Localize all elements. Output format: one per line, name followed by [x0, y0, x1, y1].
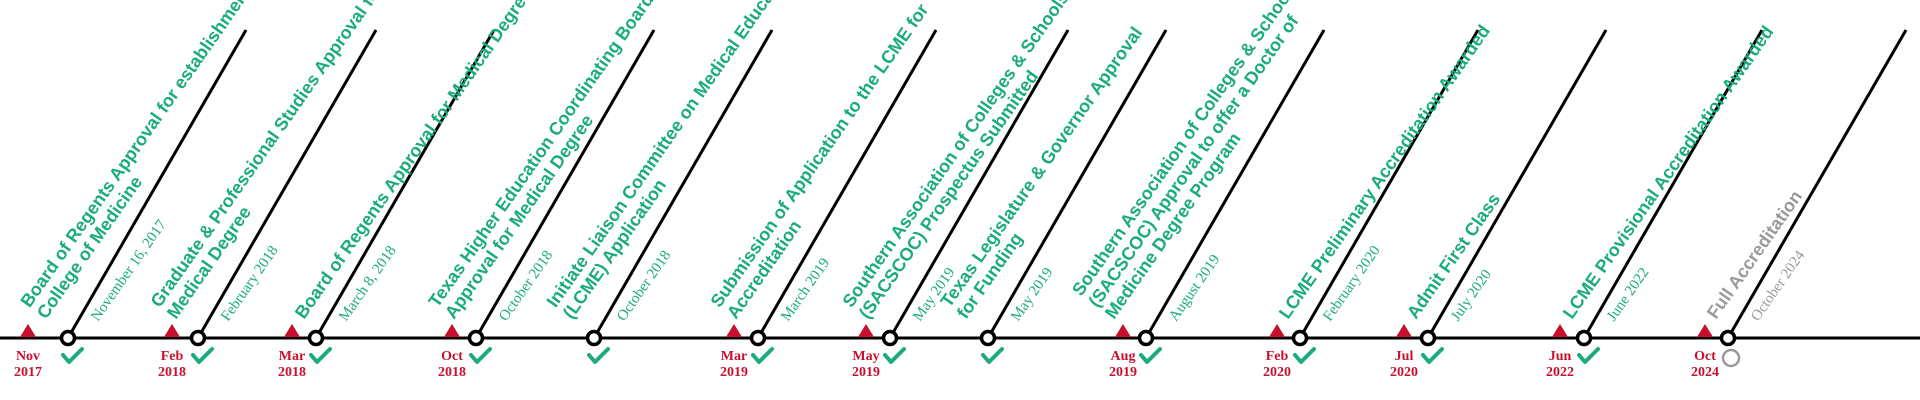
milestone-title: Texas Higher Education Coordinating Boar… [425, 0, 674, 322]
checkmark-icon [751, 347, 774, 364]
triangle-marker-icon [444, 324, 460, 337]
triangle-marker-icon [284, 324, 300, 337]
marker-year: 2018 [278, 365, 306, 380]
milestone-date: July 2020 [1448, 267, 1495, 324]
checkmark-icon [61, 347, 84, 364]
triangle-marker-icon [1552, 324, 1568, 337]
triangle-marker-icon [164, 324, 180, 337]
milestone-diagonal-line [888, 29, 1070, 339]
milestone-diagonal-line [474, 29, 656, 339]
marker-month: Oct [1694, 349, 1716, 364]
marker-year: 2018 [438, 365, 466, 380]
milestone-event: Texas Legislature & Governor Approvalfor… [937, 23, 1168, 364]
milestone-node [59, 329, 77, 347]
triangle-marker-icon [858, 324, 874, 337]
milestone-title: Submission of Application to the LCME fo… [707, 0, 949, 322]
marker-month: Mar [279, 349, 305, 364]
marker-year: 2019 [1109, 365, 1137, 380]
checkmark-icon [469, 347, 492, 364]
milestone-diagonal-line [986, 29, 1168, 339]
milestone-diagonal-line [1726, 29, 1908, 339]
checkmark-icon [1293, 347, 1316, 364]
marker-year: 2020 [1263, 365, 1291, 380]
checkmark-icon [309, 347, 332, 364]
milestone-node [307, 329, 325, 347]
milestone-diagonal-line [756, 29, 938, 339]
milestone-diagonal-line [1426, 29, 1608, 339]
marker-year: 2019 [720, 365, 748, 380]
marker-month: Aug [1111, 349, 1136, 364]
milestone-diagonal-line [1144, 29, 1326, 339]
marker-month: Jul [1395, 349, 1414, 364]
marker-month: Jun [1549, 349, 1572, 364]
checkmark-icon [1139, 347, 1162, 364]
marker-year: 2019 [852, 365, 880, 380]
milestone-event: Submission of Application to the LCME fo… [707, 0, 949, 364]
triangle-marker-icon [726, 324, 742, 337]
marker-month: Mar [721, 349, 747, 364]
milestone-node [881, 329, 899, 347]
marker-year: 2018 [158, 365, 186, 380]
milestone-title: LCME Preliminary Accreditation Awarded [1275, 21, 1494, 322]
milestone-node [1719, 329, 1737, 347]
milestone-node [467, 329, 485, 347]
marker-month: Feb [161, 349, 184, 364]
checkmark-icon [1577, 347, 1600, 364]
triangle-marker-icon [1697, 324, 1713, 337]
marker-year: 2024 [1691, 365, 1719, 380]
checkmark-icon [981, 347, 1004, 364]
marker-year: 2017 [14, 365, 42, 380]
checkmark-icon [1421, 347, 1444, 364]
marker-month: Nov [16, 349, 40, 364]
marker-year: 2020 [1390, 365, 1418, 380]
milestone-date: May 2019 [1008, 265, 1056, 324]
milestone-diagonal-line [592, 29, 774, 339]
milestone-node [749, 329, 767, 347]
milestone-node [189, 329, 207, 347]
marker-month: Feb [1266, 349, 1289, 364]
pending-circle-icon [1721, 348, 1741, 368]
milestone-node [1419, 329, 1437, 347]
milestone-diagonal-line [196, 29, 378, 339]
milestone-event: Graduate & Professional Studies Approval… [147, 0, 387, 364]
checkmark-icon [883, 347, 906, 364]
milestone-title-line: Admit First Class [1403, 190, 1504, 323]
marker-month: May [852, 349, 879, 364]
marker-year: 2022 [1546, 365, 1574, 380]
milestone-node [1291, 329, 1309, 347]
milestone-node [979, 329, 997, 347]
milestone-diagonal-line [1582, 29, 1764, 339]
triangle-marker-icon [1269, 324, 1285, 337]
milestone-event: Initiate Liaison Committee on Medical Ed… [543, 0, 796, 364]
milestone-diagonal-line [314, 29, 496, 339]
checkmark-icon [587, 347, 610, 364]
marker-month: Oct [441, 349, 463, 364]
triangle-marker-icon [1115, 324, 1131, 337]
milestone-title-line: LCME Preliminary Accreditation Awarded [1275, 21, 1494, 322]
milestone-diagonal-line [1298, 29, 1480, 339]
checkmark-icon [191, 347, 214, 364]
milestone-node [1575, 329, 1593, 347]
milestone-diagonal-line [66, 29, 248, 339]
milestone-node [1137, 329, 1155, 347]
triangle-marker-icon [1396, 324, 1412, 337]
milestone-title: Admit First Class [1403, 190, 1504, 323]
triangle-marker-icon [20, 324, 36, 337]
milestone-node [585, 329, 603, 347]
milestone-date: June 2022 [1604, 265, 1652, 324]
